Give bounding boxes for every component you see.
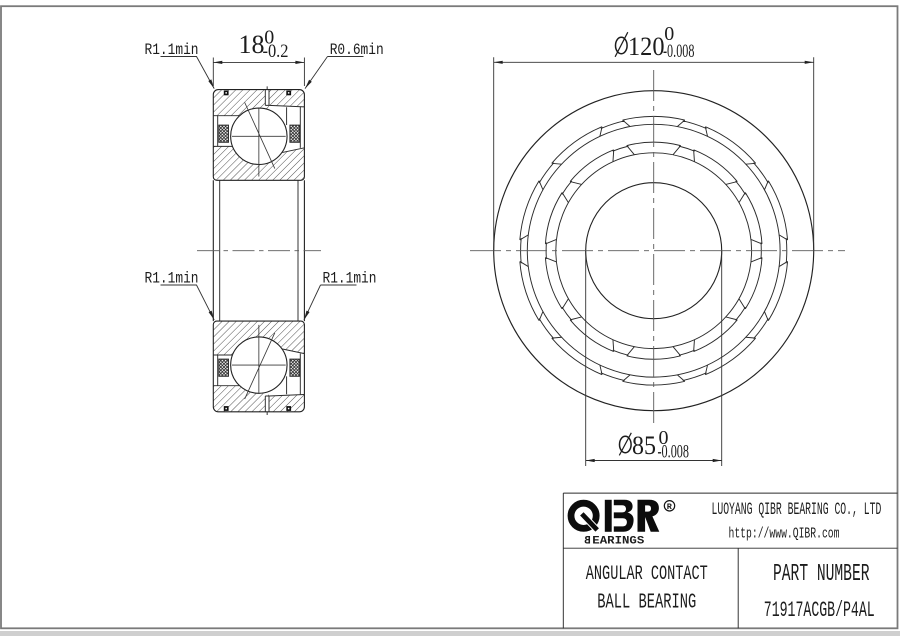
svg-text:R1.1min: R1.1min	[323, 271, 377, 289]
svg-text:71917ACGB/P4AL: 71917ACGB/P4AL	[764, 597, 875, 623]
svg-text:85: 85	[632, 431, 656, 460]
svg-text:EARINGS: EARINGS	[592, 536, 645, 548]
svg-text:R1.1min: R1.1min	[145, 271, 199, 289]
svg-text:B: B	[584, 536, 591, 548]
svg-text:ANGULAR CONTACT: ANGULAR CONTACT	[586, 563, 708, 586]
svg-text:-0.008: -0.008	[658, 442, 690, 463]
svg-text:BALL BEARING: BALL BEARING	[597, 591, 696, 614]
svg-text:R: R	[667, 502, 673, 512]
svg-text:-0.008: -0.008	[663, 41, 695, 62]
svg-text:0: 0	[264, 26, 274, 48]
svg-text:120: 120	[628, 32, 665, 61]
svg-text:0: 0	[659, 427, 669, 449]
svg-text:0: 0	[664, 23, 674, 45]
svg-text:18: 18	[239, 30, 265, 59]
svg-text:R0.6min: R0.6min	[330, 42, 384, 60]
svg-text:-0.2: -0.2	[263, 41, 289, 62]
svg-text:LUOYANG QIBR BEARING CO., LTD: LUOYANG QIBR BEARING CO., LTD	[712, 499, 882, 519]
svg-text:R1.1min: R1.1min	[145, 42, 199, 60]
svg-text:http://www.QIBR.com: http://www.QIBR.com	[729, 526, 840, 543]
svg-text:PART NUMBER: PART NUMBER	[773, 561, 869, 589]
